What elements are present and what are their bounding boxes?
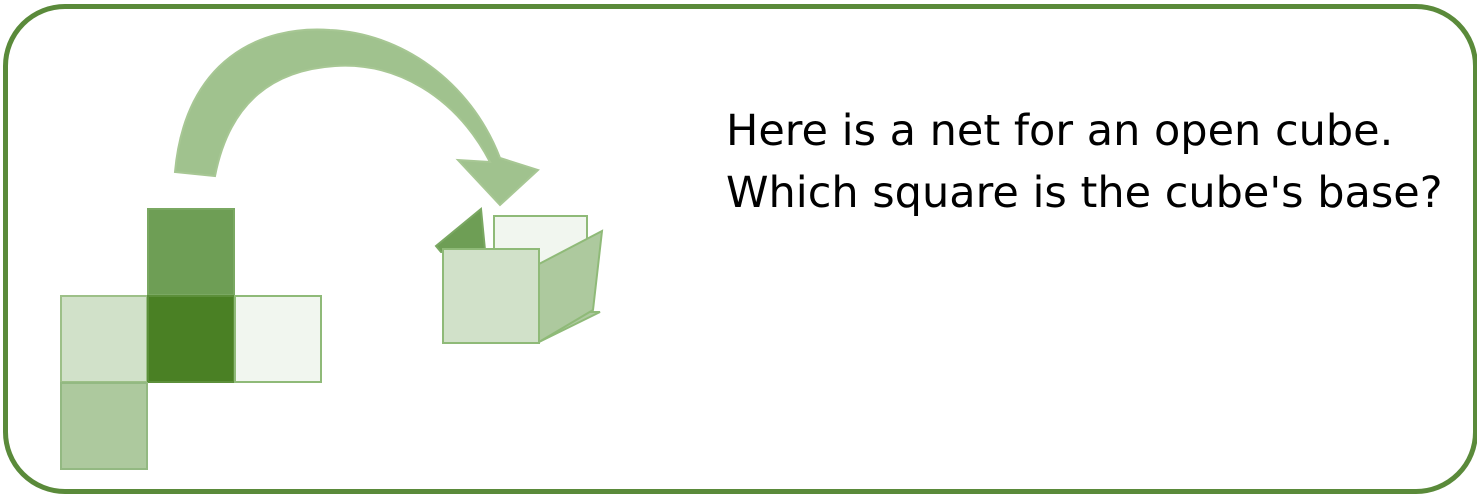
- net-square-bottom-left: [61, 383, 147, 469]
- net-square-left: [61, 296, 147, 382]
- cube-net-diagram: [0, 0, 720, 494]
- question-line-1: Here is a net for an open cube.: [726, 100, 1466, 162]
- question-line-2: Which square is the cube's base?: [726, 162, 1466, 224]
- fold-arrow: [175, 30, 538, 205]
- cube-net: [61, 209, 321, 469]
- cube-front-face: [443, 249, 539, 343]
- cube-left-flap: [436, 209, 485, 252]
- net-square-right: [235, 296, 321, 382]
- question-text: Here is a net for an open cube. Which sq…: [726, 100, 1466, 224]
- folded-cube: [436, 209, 602, 343]
- net-square-center: [148, 296, 234, 382]
- net-square-top: [148, 209, 234, 295]
